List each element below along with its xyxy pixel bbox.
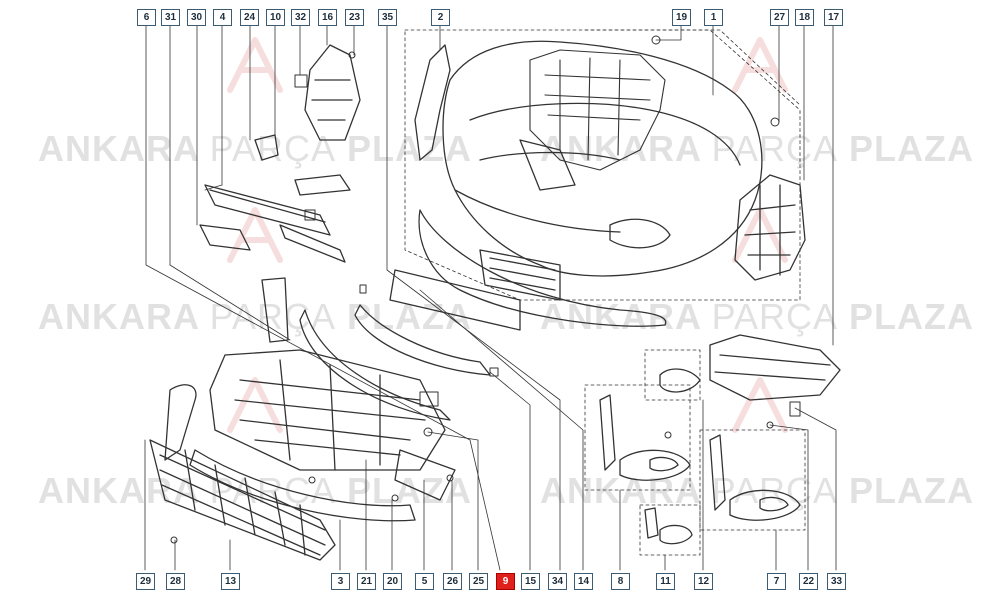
dashed-fog-box: [644, 349, 701, 401]
callout-19[interactable]: 19: [672, 9, 691, 26]
lower-grille-part-13: [149, 439, 336, 561]
callout-17[interactable]: 17: [824, 9, 843, 26]
screws-and-clips: [170, 35, 801, 544]
lower-spoiler: [418, 209, 667, 327]
dashed-group-outline: [404, 29, 801, 301]
small-panel-part-5: [394, 449, 456, 501]
fog-bezel-part-8: [599, 394, 691, 481]
callout-6[interactable]: 6: [137, 9, 156, 26]
callout-5[interactable]: 5: [415, 573, 434, 590]
callout-20[interactable]: 20: [383, 573, 402, 590]
upper-absorber: [529, 49, 666, 171]
dashed-bezel-box-2: [699, 429, 806, 531]
callout-13[interactable]: 13: [221, 573, 240, 590]
fog-lamp-part-11: [644, 507, 693, 545]
callout-35[interactable]: 35: [378, 9, 397, 26]
callout-9-highlighted[interactable]: 9: [496, 573, 515, 590]
callout-27[interactable]: 27: [770, 9, 789, 26]
callout-31[interactable]: 31: [161, 9, 180, 26]
clip-part-30: [199, 224, 251, 251]
left-bracket-part-2: [414, 44, 451, 161]
callout-26[interactable]: 26: [443, 573, 462, 590]
callout-24[interactable]: 24: [240, 9, 259, 26]
callout-34[interactable]: 34: [548, 573, 567, 590]
bumper-cover-part-1: [442, 40, 763, 277]
callout-18[interactable]: 18: [795, 9, 814, 26]
callout-2[interactable]: 2: [431, 9, 450, 26]
callout-11[interactable]: 11: [656, 573, 675, 590]
small-bracket-24: [294, 174, 351, 196]
leader-lines: [144, 24, 837, 571]
callout-3[interactable]: 3: [331, 573, 350, 590]
small-bracket-10: [254, 134, 279, 161]
callout-33[interactable]: 33: [827, 573, 846, 590]
callout-29[interactable]: 29: [136, 573, 155, 590]
callout-7[interactable]: 7: [767, 573, 786, 590]
long-bar-part-4: [204, 184, 331, 236]
watermark-row-2b: ANKARA PARÇA PLAZA: [540, 296, 975, 337]
callout-8[interactable]: 8: [611, 573, 630, 590]
watermark-logo-mark: [227, 37, 788, 433]
fog-bezel-part-7: [709, 434, 801, 521]
watermark-row-3: ANKARA PARÇA PLAZA: [38, 470, 473, 511]
callout-28[interactable]: 28: [166, 573, 185, 590]
callout-4[interactable]: 4: [213, 9, 232, 26]
callout-23[interactable]: 23: [345, 9, 364, 26]
dashed-bezel-box: [584, 384, 691, 491]
callout-14[interactable]: 14: [574, 573, 593, 590]
callout-1[interactable]: 1: [704, 9, 723, 26]
callout-25[interactable]: 25: [469, 573, 488, 590]
callout-12[interactable]: 12: [694, 573, 713, 590]
strip-part-31: [279, 224, 346, 263]
under-tray: [209, 349, 446, 471]
callout-30[interactable]: 30: [187, 9, 206, 26]
lower-strip-part-3: [189, 449, 416, 522]
callout-15[interactable]: 15: [521, 573, 540, 590]
callout-10[interactable]: 10: [266, 9, 285, 26]
callout-22[interactable]: 22: [799, 573, 818, 590]
watermark-row-1: ANKARA PARÇA PLAZA: [38, 128, 473, 169]
dashed-lamp-box: [639, 504, 701, 556]
left-upper-bracket-part-16: [304, 44, 361, 141]
center-bracket-part-6: [261, 277, 289, 343]
callout-16[interactable]: 16: [318, 9, 337, 26]
fog-housing-12: [659, 334, 841, 401]
callout-21[interactable]: 21: [357, 573, 376, 590]
lower-grille-insert: [479, 249, 561, 301]
side-arm-part-29: [164, 384, 197, 461]
callout-32[interactable]: 32: [291, 9, 310, 26]
right-bracket-part-18: [734, 174, 806, 281]
